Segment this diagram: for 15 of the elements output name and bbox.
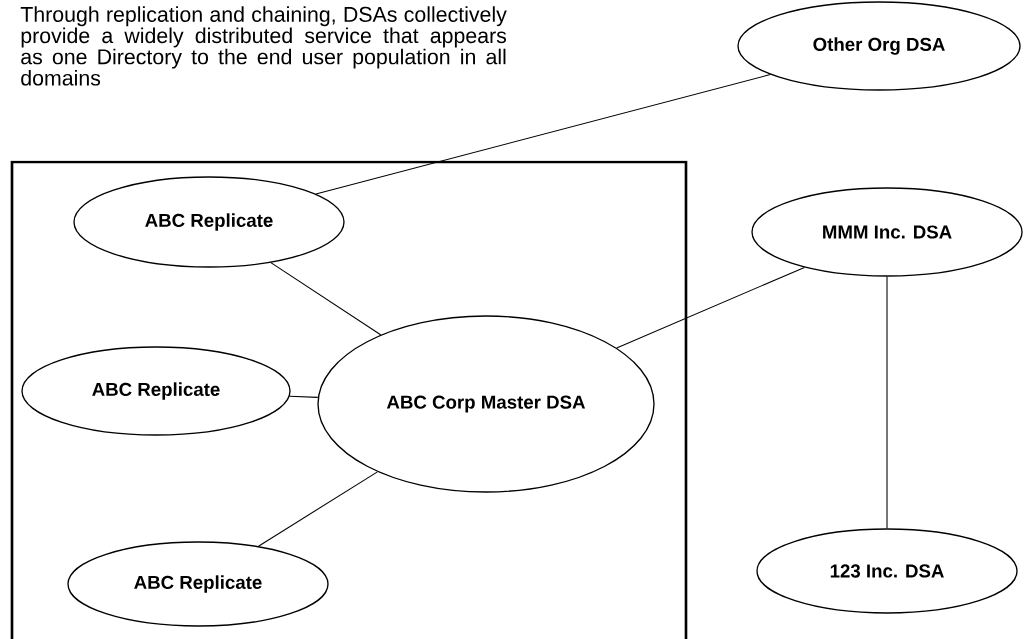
connector-line [257, 471, 378, 547]
ellipse-node: 123 Inc. DSA [756, 528, 1018, 614]
ellipse-node: ABC Replicate [21, 346, 291, 436]
ellipse-node: MMM Inc. DSA [751, 187, 1023, 277]
ellipse-node: ABC Replicate [67, 541, 329, 627]
ellipse-node: ABC Replicate [73, 176, 345, 268]
connector-line [616, 266, 805, 349]
description-text: Through replication and chaining, DSAs collectively provide a widely distributed service that appears as one Directory to the end user population in all domains [20, 6, 507, 86]
connector-line [886, 276, 888, 529]
ellipse-node: Other Org DSA [737, 1, 1021, 91]
connector-line [315, 74, 771, 195]
boundary-box [10, 160, 688, 639]
connector-line [289, 395, 319, 398]
ellipse-node: ABC Corp Master DSA [317, 315, 655, 493]
connector-line [270, 262, 382, 336]
